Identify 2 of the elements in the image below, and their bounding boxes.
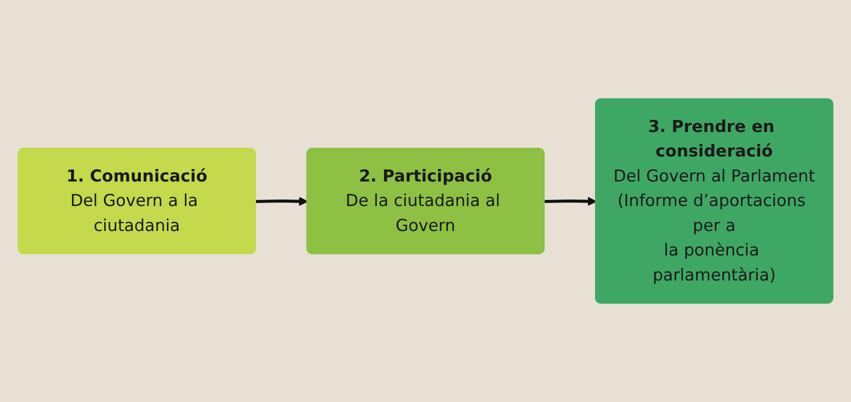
arrow [256, 196, 308, 206]
arrow [544, 196, 597, 206]
